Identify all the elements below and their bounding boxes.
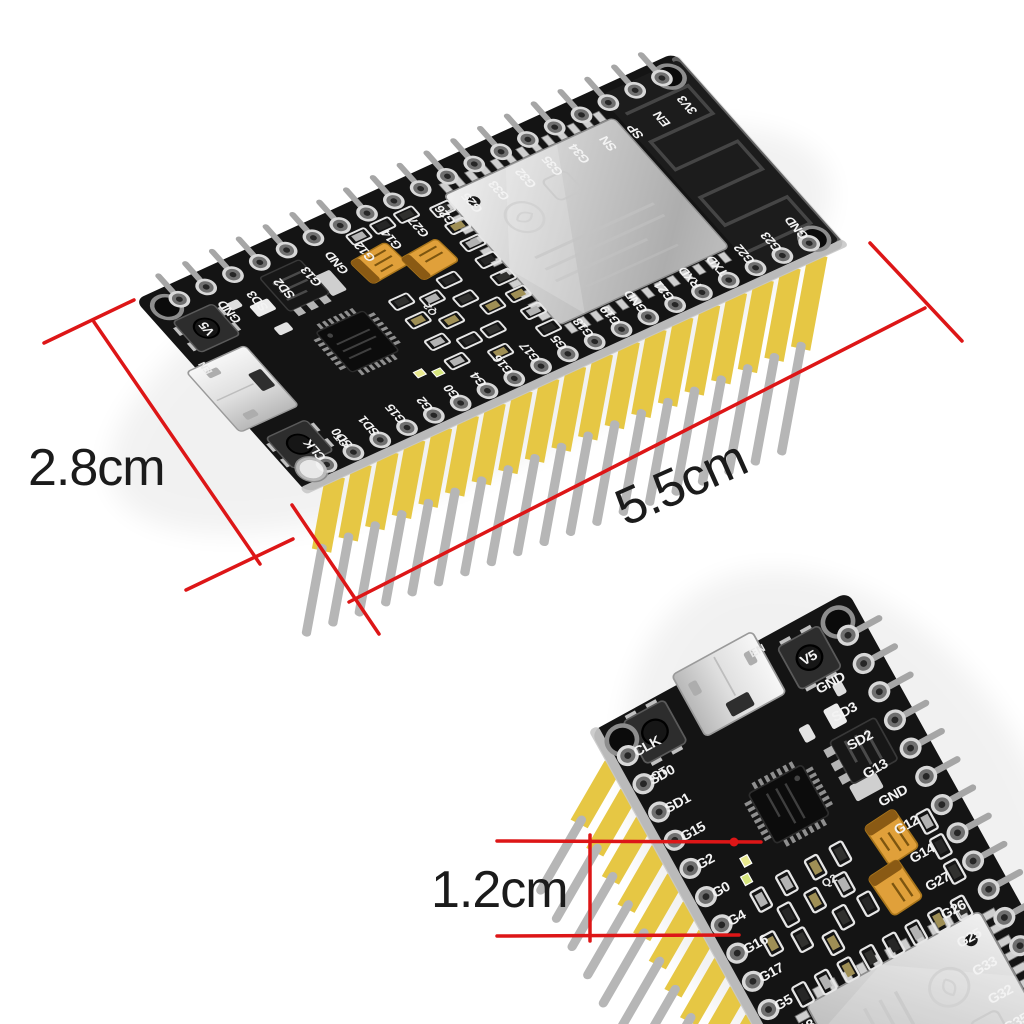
pin-header-pin bbox=[697, 375, 726, 486]
pin-header-pin bbox=[614, 956, 665, 1024]
width-extension-line-bottom bbox=[184, 537, 295, 592]
pin-header-pin bbox=[724, 364, 753, 476]
pin-header-spacer bbox=[764, 265, 801, 362]
pin-height-line-bottom bbox=[495, 933, 741, 938]
pin-header-spacer bbox=[680, 958, 732, 1024]
pin-header-spacer bbox=[711, 289, 748, 385]
pin-header-pin bbox=[381, 510, 407, 607]
pin-header-pin bbox=[777, 341, 806, 456]
pin-header-pin bbox=[630, 984, 680, 1024]
pin-header-pin bbox=[750, 352, 780, 466]
pin-header-spacer bbox=[664, 929, 716, 998]
pin-header-pin bbox=[592, 420, 620, 526]
pin-header-spacer bbox=[338, 461, 372, 542]
pin-header-pin bbox=[513, 453, 540, 557]
pin-height-line-top bbox=[495, 839, 763, 844]
pin-header-spacer bbox=[601, 817, 654, 885]
length-dimension-line bbox=[347, 306, 927, 604]
width-dimension-label: 2.8cm bbox=[28, 439, 165, 497]
header-pins bbox=[301, 252, 828, 637]
pin-header-spacer bbox=[684, 302, 721, 396]
pin-header-pin bbox=[354, 521, 380, 617]
pin-header-pin bbox=[598, 928, 649, 1008]
pin-header-spacer bbox=[633, 873, 685, 942]
esp32-board-main-view bbox=[38, 43, 960, 637]
pin-header-pin bbox=[645, 397, 673, 506]
width-extension-line-top bbox=[42, 298, 136, 345]
pin-header-spacer bbox=[498, 388, 533, 475]
pin-header-spacer bbox=[471, 400, 506, 486]
pin-header-pin bbox=[301, 543, 327, 637]
length-extension-line-right bbox=[868, 241, 964, 343]
pin-height-dimension-label: 1.2cm bbox=[431, 861, 568, 919]
pin-header-pin bbox=[433, 487, 460, 587]
pin-header-spacer bbox=[444, 412, 479, 497]
mounting-hole-highlight bbox=[296, 457, 327, 482]
pin-header-spacer bbox=[365, 449, 399, 531]
pin-header-spacer bbox=[391, 437, 426, 520]
pin-header-pin bbox=[618, 409, 647, 516]
pin-header-spacer bbox=[737, 277, 774, 374]
pin-header-spacer bbox=[524, 375, 560, 463]
esp32-board-second-view bbox=[536, 575, 1024, 1024]
pin-header-spacer bbox=[631, 326, 667, 419]
pin-header-spacer bbox=[418, 424, 453, 508]
pin-header-spacer bbox=[311, 474, 345, 553]
pin-header-spacer bbox=[790, 252, 828, 351]
pin-header-pin bbox=[671, 386, 700, 496]
pin-header-spacer bbox=[695, 986, 747, 1024]
pin-header-pin bbox=[539, 442, 567, 547]
pin-header-spacer bbox=[578, 351, 613, 441]
pin-header-spacer bbox=[617, 845, 669, 913]
pin-header-spacer bbox=[604, 338, 640, 430]
width-dimension-line bbox=[92, 320, 262, 566]
pin-header-pin bbox=[407, 498, 434, 597]
pin-header-pin bbox=[536, 815, 587, 895]
pin-header-pin bbox=[460, 476, 487, 577]
pin-height-line-end-dot bbox=[729, 837, 739, 847]
pin-header-pin bbox=[486, 465, 514, 567]
pin-header-pin bbox=[583, 900, 633, 980]
pin-header-spacer bbox=[657, 314, 694, 407]
length-extension-line-left bbox=[290, 503, 381, 636]
pin-header-spacer bbox=[570, 760, 622, 829]
pin-header-spacer bbox=[551, 363, 587, 452]
